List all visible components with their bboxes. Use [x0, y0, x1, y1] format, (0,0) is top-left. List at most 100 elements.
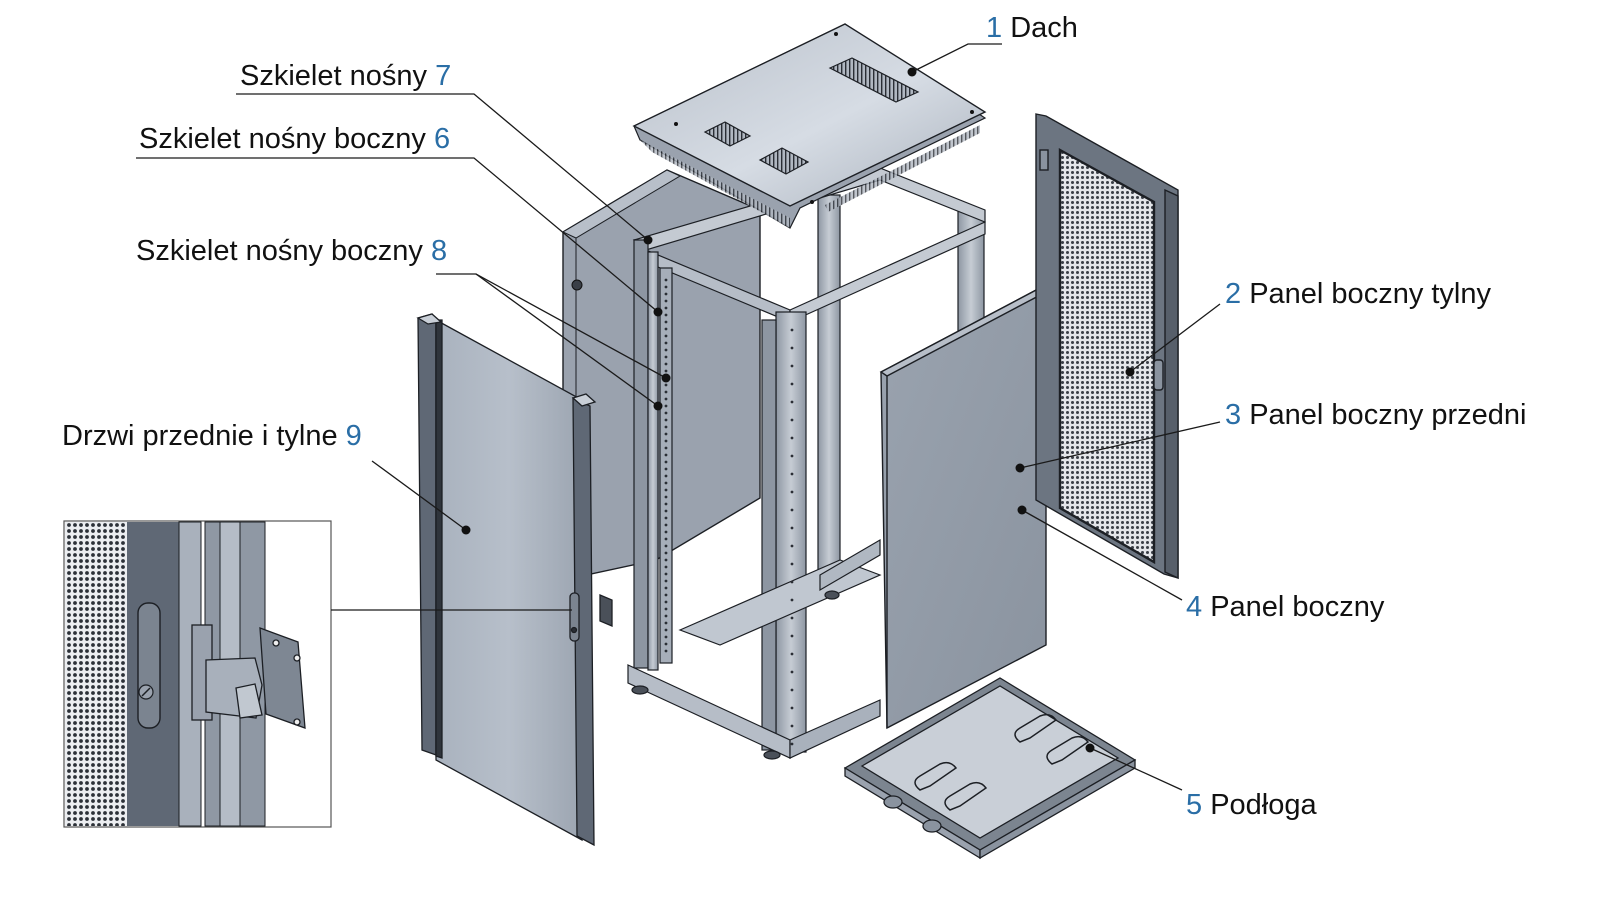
- rack-hole: [664, 628, 668, 632]
- callout-9: Drzwi przednie i tylne 9: [62, 422, 362, 451]
- callout-8: Szkielet nośny boczny 8: [136, 237, 447, 266]
- callout-number: 4: [1186, 591, 1203, 623]
- callout-label: Podłoga: [1210, 789, 1317, 821]
- rack-hole: [664, 446, 668, 450]
- rack-hole: [664, 320, 668, 324]
- callout-number: 9: [345, 420, 362, 452]
- rack-hole: [790, 580, 794, 584]
- rack-hole: [664, 593, 668, 597]
- callout-5: 5 Podłoga: [1186, 791, 1317, 820]
- rack-unit-holes: [664, 278, 794, 746]
- rack-hole: [790, 544, 794, 548]
- rack-hole: [664, 649, 668, 653]
- rack-hole: [664, 537, 668, 541]
- rack-hole: [664, 579, 668, 583]
- rack-hole: [664, 278, 668, 282]
- rack-hole: [790, 328, 794, 332]
- rack-hole: [664, 600, 668, 604]
- rack-hole: [664, 523, 668, 527]
- callout-number: 5: [1186, 789, 1203, 821]
- rack-hole: [790, 670, 794, 674]
- callout-label: Szkielet nośny boczny: [136, 235, 423, 267]
- rack-hole: [790, 346, 794, 350]
- rack-hole: [664, 607, 668, 611]
- rack-hole: [664, 292, 668, 296]
- rack-hole: [664, 383, 668, 387]
- callout-label: Panel boczny przedni: [1249, 399, 1527, 431]
- rack-hole: [664, 362, 668, 366]
- rack-hole: [664, 516, 668, 520]
- rack-hole: [790, 508, 794, 512]
- callout-number: 3: [1225, 399, 1242, 431]
- rack-hole: [664, 565, 668, 569]
- rack-hole: [664, 502, 668, 506]
- floor-part: [843, 677, 1137, 860]
- rack-hole: [790, 364, 794, 368]
- rack-hole: [664, 341, 668, 345]
- roof-part: [632, 23, 987, 229]
- rack-hole: [664, 306, 668, 310]
- rack-hole: [664, 551, 668, 555]
- callout-4: 4 Panel boczny: [1186, 593, 1384, 622]
- rack-hole: [790, 724, 794, 728]
- leader-lines: [136, 43, 1221, 791]
- glass-door-part: [416, 313, 613, 847]
- callout-label: Panel boczny: [1210, 591, 1385, 623]
- rack-hole: [664, 432, 668, 436]
- rack-hole: [790, 400, 794, 404]
- rack-hole: [664, 544, 668, 548]
- rack-hole: [664, 572, 668, 576]
- rack-hole: [664, 509, 668, 513]
- rack-hole: [664, 586, 668, 590]
- rack-hole: [664, 418, 668, 422]
- callout-3: 3 Panel boczny przedni: [1225, 401, 1527, 430]
- leader-line-2: [1129, 303, 1221, 373]
- rack-hole: [790, 526, 794, 530]
- rack-hole: [790, 418, 794, 422]
- leader-line-7: [236, 93, 649, 241]
- rack-hole: [664, 635, 668, 639]
- rack-hole: [664, 285, 668, 289]
- rack-hole: [664, 453, 668, 457]
- rack-hole: [664, 411, 668, 415]
- rack-hole: [664, 488, 668, 492]
- rack-hole: [664, 614, 668, 618]
- rack-hole: [664, 425, 668, 429]
- leader-line-6: [136, 157, 659, 313]
- hinge-icon: [191, 624, 306, 729]
- rack-hole: [790, 490, 794, 494]
- rack-hole: [790, 382, 794, 386]
- rack-hole: [664, 397, 668, 401]
- rack-hole: [664, 460, 668, 464]
- side-panel-part: [879, 287, 1048, 730]
- callout-label: Dach: [1010, 12, 1078, 44]
- rack-hole: [790, 652, 794, 656]
- rack-hole: [664, 439, 668, 443]
- callout-number: 8: [431, 235, 448, 267]
- rack-hole: [664, 404, 668, 408]
- rack-hole: [790, 562, 794, 566]
- callout-label: Szkielet nośny boczny: [139, 123, 426, 155]
- rack-hole: [790, 616, 794, 620]
- rack-hole: [664, 299, 668, 303]
- rack-hole: [664, 369, 668, 373]
- callout-number: 6: [434, 123, 451, 155]
- rack-hole: [790, 742, 794, 746]
- leader-line-5: [1089, 747, 1183, 791]
- rack-hole: [664, 313, 668, 317]
- leader-line-3: [1019, 421, 1221, 469]
- rack-hole: [664, 530, 668, 534]
- rear-door-part: [1035, 113, 1179, 580]
- rack-hole: [664, 558, 668, 562]
- callout-number: 2: [1225, 278, 1242, 310]
- rack-hole: [664, 390, 668, 394]
- callout-2: 2 Panel boczny tylny: [1225, 280, 1491, 309]
- rack-hole: [790, 472, 794, 476]
- rack-hole: [790, 598, 794, 602]
- callout-label: Szkielet nośny: [240, 60, 427, 92]
- callout-7: Szkielet nośny 7: [240, 62, 451, 91]
- rack-hole: [664, 481, 668, 485]
- rack-hole: [790, 706, 794, 710]
- rack-hole: [664, 621, 668, 625]
